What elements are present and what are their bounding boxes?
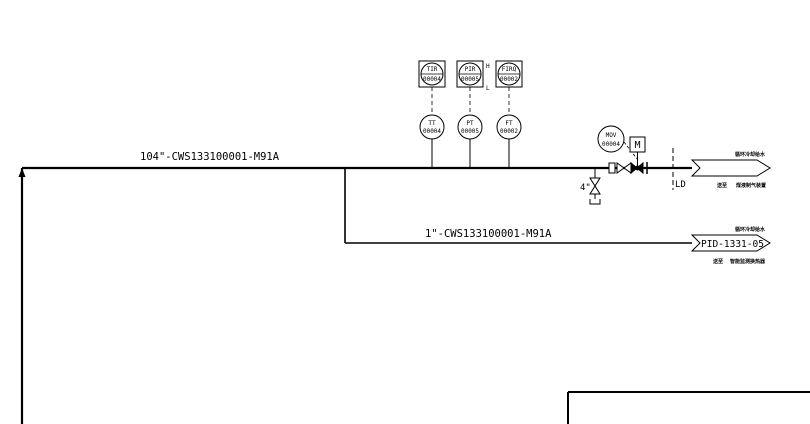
offpage-connector-bottom[interactable]: PID-1331-05 循环冷却给水 送至 智能监测换热器	[690, 226, 771, 265]
alarm-low-mark: L	[486, 85, 490, 92]
field-ft-tag: FT	[505, 120, 513, 127]
field-tt-tag: TT	[428, 120, 436, 127]
panel-firq-number: 00002	[500, 76, 518, 83]
field-tt[interactable]: TT 00004	[419, 114, 445, 168]
field-tt-number: 00004	[423, 128, 441, 135]
reducer	[608, 162, 616, 174]
mov-number: 00004	[602, 141, 620, 148]
field-pt[interactable]: PT 00005	[457, 114, 483, 168]
panel-pir-tag: PIR	[465, 66, 476, 73]
offpage-bottom-ref: PID-1331-05	[701, 239, 764, 250]
offpage-top-title: 循环冷却给水	[735, 151, 766, 158]
panel-firq-tag: FIRQ	[502, 66, 517, 73]
mov-tag: MOV	[606, 132, 617, 139]
offpage-bottom-title: 循环冷却给水	[735, 226, 766, 233]
ld-label: LD	[675, 180, 686, 190]
offpage-top-prefix: 送至	[716, 182, 727, 189]
panel-pir[interactable]: PIR 00005	[456, 60, 484, 88]
field-pt-number: 00005	[461, 128, 479, 135]
equipment-outline	[567, 391, 810, 424]
panel-tir[interactable]: TIR 00004	[418, 60, 446, 88]
offpage-bottom-prefix: 送至	[712, 258, 723, 265]
offpage-connector-top[interactable]: 循环冷却给水 送至 煤液制气装置	[690, 151, 771, 189]
drain-size: 4"	[580, 183, 591, 193]
branch-line-label: 1"-CWS133100001-M91A	[425, 228, 552, 240]
mov-valve[interactable]: MOV 00004 M	[597, 125, 648, 175]
main-line: 104"-CWS133100001-M91A	[18, 151, 692, 424]
branch-line: 1"-CWS133100001-M91A	[344, 168, 692, 244]
drain-valve[interactable]: 4"	[580, 168, 601, 205]
ld-boundary: LD	[672, 148, 686, 190]
field-ft[interactable]: FT 00002	[496, 114, 522, 168]
offpage-top-dest: 煤液制气装置	[736, 182, 766, 189]
panel-tir-number: 00004	[423, 76, 441, 83]
main-line-label: 104"-CWS133100001-M91A	[140, 151, 280, 163]
panel-firq[interactable]: FIRQ 00002	[495, 60, 523, 88]
offpage-bottom-dest: 智能监测换热器	[730, 258, 766, 265]
field-ft-number: 00002	[500, 128, 518, 135]
actuator-label: M	[634, 140, 640, 151]
panel-pir-number: 00005	[461, 76, 479, 83]
alarm-high-mark: H	[486, 63, 490, 70]
panel-tir-tag: TIR	[427, 66, 438, 73]
signal-lines	[431, 87, 510, 115]
field-pt-tag: PT	[466, 120, 474, 127]
